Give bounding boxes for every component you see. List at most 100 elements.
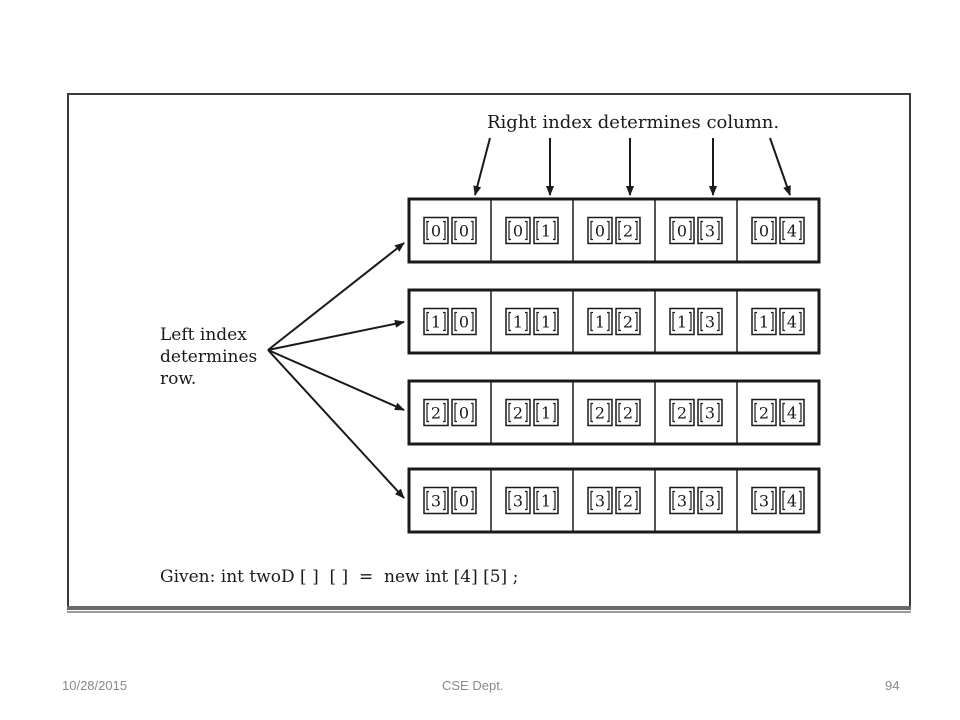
row-index-box-digit: 3: [759, 492, 769, 511]
column-index-box-digit: 2: [623, 313, 633, 332]
row-index-box-digit: 1: [513, 313, 523, 332]
row-index-box-digit: 0: [513, 222, 523, 241]
row-index-box: 1: [751, 307, 777, 336]
column-index-box-digit: 0: [459, 222, 469, 241]
column-index-box: 0: [451, 398, 477, 427]
column-index-box: 4: [779, 216, 805, 245]
column-index-box-digit: 3: [705, 404, 715, 423]
row-outline: [407, 197, 821, 264]
column-index-box-digit: 0: [459, 313, 469, 332]
column-index-box-digit: 1: [541, 492, 551, 511]
column-index-box: 4: [779, 307, 805, 336]
column-index-box-digit: 3: [705, 313, 715, 332]
row-outline: [407, 379, 821, 446]
column-index-box: 1: [533, 307, 559, 336]
column-index-box-digit: 2: [623, 222, 633, 241]
column-annotation: Right index determines column.: [487, 112, 779, 133]
row-index-box-digit: 3: [431, 492, 441, 511]
column-index-box: 2: [615, 307, 641, 336]
row-index-box-digit: 2: [431, 404, 441, 423]
column-index-box: 2: [615, 216, 641, 245]
column-index-box-digit: 4: [787, 222, 797, 241]
row-annotation-line-3: row.: [160, 369, 196, 389]
row-index-box: 3: [423, 486, 449, 515]
column-index-box-digit: 2: [623, 492, 633, 511]
row-index-box: 0: [669, 216, 695, 245]
arrows-group: [267, 137, 791, 499]
column-index-box: 3: [697, 398, 723, 427]
row-index-box-digit: 0: [759, 222, 769, 241]
row-index-box-digit: 1: [431, 313, 441, 332]
column-index-box: 0: [451, 216, 477, 245]
column-index-box-digit: 2: [623, 404, 633, 423]
row-arrow-1: [267, 319, 405, 351]
column-index-box-digit: 3: [705, 222, 715, 241]
column-index-box: 0: [451, 307, 477, 336]
row-index-box: 2: [587, 398, 613, 427]
row-index-box: 2: [423, 398, 449, 427]
row-index-box-digit: 0: [431, 222, 441, 241]
row-index-box: 1: [669, 307, 695, 336]
column-index-box-digit: 1: [541, 404, 551, 423]
row-annotation-line-2: determines: [160, 347, 257, 367]
column-index-box: 3: [697, 307, 723, 336]
row-index-box-digit: 3: [677, 492, 687, 511]
column-index-box-digit: 0: [459, 492, 469, 511]
frame-bottom-rule-2: [67, 611, 911, 613]
footer-dept: CSE Dept.: [442, 678, 504, 693]
row-index-box: 1: [505, 307, 531, 336]
column-index-box-digit: 0: [459, 404, 469, 423]
row-index-box-digit: 2: [759, 404, 769, 423]
row-arrow-3: [267, 349, 405, 499]
column-index-box: 2: [615, 486, 641, 515]
row-index-box: 3: [505, 486, 531, 515]
caption: Given: int twoD [ ] [ ] = new int [4] [5…: [160, 567, 518, 587]
row-index-box: 0: [505, 216, 531, 245]
column-index-box: 4: [779, 398, 805, 427]
column-index-box: 0: [451, 486, 477, 515]
column-index-box-digit: 4: [787, 404, 797, 423]
row-index-box-digit: 2: [513, 404, 523, 423]
row-index-box-digit: 2: [595, 404, 605, 423]
frame-bottom-rule: [67, 606, 911, 610]
column-index-box: 1: [533, 398, 559, 427]
row-index-box-digit: 1: [759, 313, 769, 332]
row-index-box: 3: [587, 486, 613, 515]
page-number: 94: [885, 678, 900, 693]
column-index-box-digit: 4: [787, 313, 797, 332]
row-index-box: 3: [669, 486, 695, 515]
column-index-box-digit: 1: [541, 222, 551, 241]
row-annotation-line-1: Left index: [160, 325, 247, 345]
row-index-box: 1: [587, 307, 613, 336]
row-index-box: 0: [751, 216, 777, 245]
row-arrow-2: [267, 349, 405, 411]
column-index-box: 1: [533, 216, 559, 245]
footer-date: 10/28/2015: [62, 678, 128, 693]
column-arrow-0: [473, 137, 491, 196]
row-index-box-digit: 1: [677, 313, 687, 332]
column-index-box-digit: 1: [541, 313, 551, 332]
column-index-box: 1: [533, 486, 559, 515]
column-arrow-4: [769, 137, 791, 196]
row-index-box: 2: [751, 398, 777, 427]
